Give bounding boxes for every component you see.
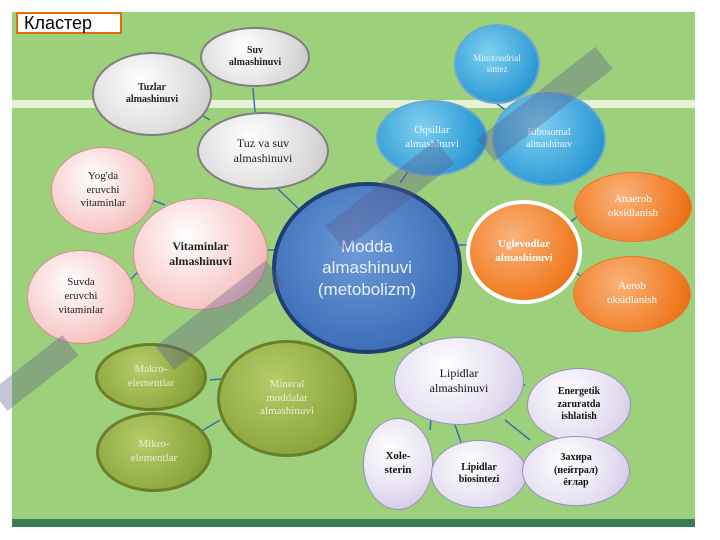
- node-vitamin-exchange: Vitaminlar almashinuvi: [133, 198, 268, 310]
- node-ribosomal-exchange: Ribosomal almashinuv: [492, 92, 606, 186]
- slide-title: Кластер: [16, 12, 122, 34]
- node-protein-exchange: Oqsillar almashinuvi: [376, 100, 488, 176]
- node-macroelements: Makro- elementlar: [95, 343, 207, 411]
- node-water-soluble-vitamins: Suvda eruvchi vitaminlar: [27, 250, 135, 344]
- node-metabolism: Modda almashinuvi (metobolizm): [272, 182, 462, 354]
- node-microelements: Mikro- elementlar: [96, 412, 212, 492]
- right-margin: [695, 100, 720, 527]
- node-anaerobic-oxidation: Anaerob oksidlanish: [574, 172, 692, 242]
- node-carbohydrate-exchange: Uglevodlar almashinuvi: [466, 200, 582, 304]
- node-energy-use: Energetik zaruratda ishlatish: [527, 368, 631, 442]
- node-aerobic-oxidation: Aerob oksidlanish: [573, 256, 691, 332]
- node-reserve-fats: Захира (нейтрал) ёғлар: [522, 436, 630, 506]
- node-lipid-exchange: Lipidlar almashinuvi: [394, 337, 524, 425]
- node-mitochondrial-synthesis: Mitoxondrial sintez: [454, 24, 540, 104]
- node-lipid-biosynthesis: Lipidlar biosintezi: [431, 440, 527, 508]
- node-mineral-exchange: Mineral moddalar almashinuvi: [217, 340, 357, 457]
- node-salt-exchange: Tuzlar almashinuvi: [92, 52, 212, 136]
- bottom-strip: [12, 519, 695, 527]
- node-salt-water-exchange: Tuz va suv almashinuvi: [197, 112, 329, 190]
- node-cholesterol: Xole- sterin: [363, 418, 433, 510]
- node-fat-soluble-vitamins: Yog'da eruvchi vitaminlar: [51, 147, 155, 234]
- node-water-exchange: Suv almashinuvi: [200, 27, 310, 87]
- header-strip: [12, 100, 695, 108]
